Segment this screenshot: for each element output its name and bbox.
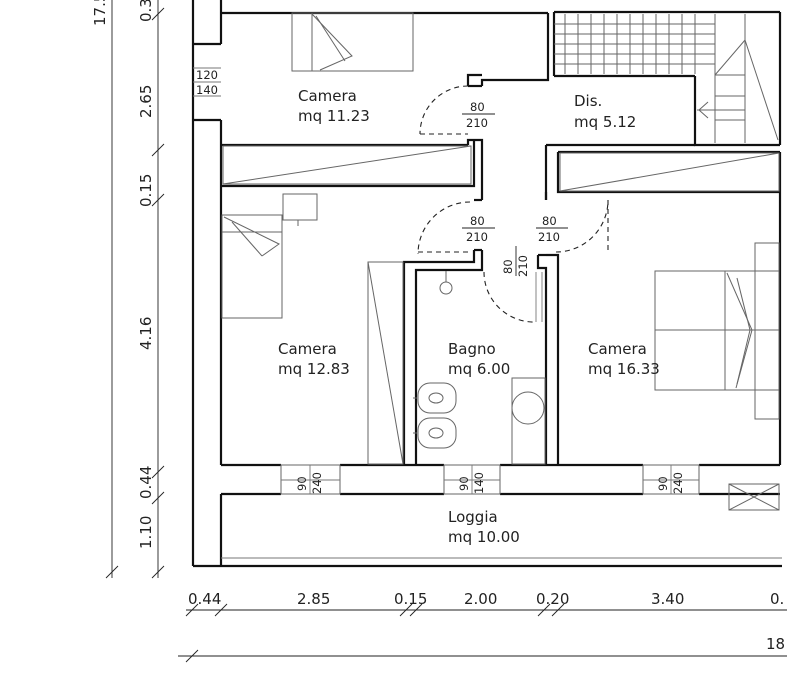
dim-v-2: 2.65 (137, 85, 155, 118)
exterior-walls (191, 0, 782, 568)
room-name-loggia: Loggia (448, 508, 498, 526)
dim-v-total: 17.5 (91, 0, 109, 26)
room-area-camera-right: mq 16.33 (588, 360, 660, 378)
door-top-width: 80 (470, 100, 485, 114)
dim-h-3: 0.15 (394, 590, 427, 608)
room-name-camera-top: Camera (298, 87, 357, 105)
room-area-camera-left: mq 12.83 (278, 360, 350, 378)
room-name-dis: Dis. (574, 92, 602, 110)
room-name-bagno: Bagno (448, 340, 496, 358)
window-bottom-2-b: 140 (472, 472, 486, 494)
dim-h-4: 2.00 (464, 590, 497, 608)
door-swings (417, 85, 609, 323)
door-mid-right-width: 80 (542, 214, 557, 228)
room-area-loggia: mq 10.00 (448, 528, 520, 546)
dim-v-4: 4.16 (137, 317, 155, 350)
opening-labels: 120 140 80 210 80 210 80 210 80 210 90 2… (196, 68, 685, 494)
window-bottom-1-a: 90 (295, 476, 309, 491)
dim-v-6: 1.10 (137, 516, 155, 549)
window-bottom-3-a: 90 (656, 476, 670, 491)
dim-v-3: 0.15 (137, 174, 155, 207)
door-mid-right-height: 210 (538, 230, 560, 244)
room-name-camera-right: Camera (588, 340, 647, 358)
door-mid-left-width: 80 (470, 214, 485, 228)
room-area-bagno: mq 6.00 (448, 360, 510, 378)
dim-h-5: 0.20 (536, 590, 569, 608)
horizontal-dimensions: 0.44 2.85 0.15 2.00 0.20 3.40 0. 18 (178, 590, 787, 663)
dim-v-1: 0.3 (137, 0, 155, 22)
door-top-height: 210 (466, 116, 488, 130)
room-name-camera-left: Camera (278, 340, 337, 358)
door-bagno-width: 80 (501, 259, 515, 274)
dim-h-7: 0. (770, 590, 784, 608)
room-labels: Camera mq 11.23 Dis. mq 5.12 Camera mq 1… (278, 87, 660, 546)
dim-h-total: 18 (766, 635, 785, 653)
furniture (221, 12, 780, 511)
dim-h-2: 2.85 (297, 590, 330, 608)
window-left-label-a: 120 (196, 68, 218, 82)
door-mid-left-height: 210 (466, 230, 488, 244)
vertical-dimensions: 17.5 0.3 2.65 0.15 4.16 0.44 1.10 (91, 0, 165, 579)
windows (193, 67, 700, 495)
interior-walls (221, 12, 780, 465)
room-area-dis: mq 5.12 (574, 113, 636, 131)
room-area-camera-top: mq 11.23 (298, 107, 370, 125)
window-bottom-3-b: 240 (671, 472, 685, 494)
dim-h-6: 3.40 (651, 590, 684, 608)
stair (554, 14, 779, 143)
dim-v-5: 0.44 (137, 466, 155, 499)
door-bagno-height: 210 (516, 255, 530, 277)
window-left-label-b: 140 (196, 83, 218, 97)
dim-h-1: 0.44 (188, 590, 221, 608)
window-bottom-1-b: 240 (310, 472, 324, 494)
window-bottom-2-a: 90 (457, 476, 471, 491)
